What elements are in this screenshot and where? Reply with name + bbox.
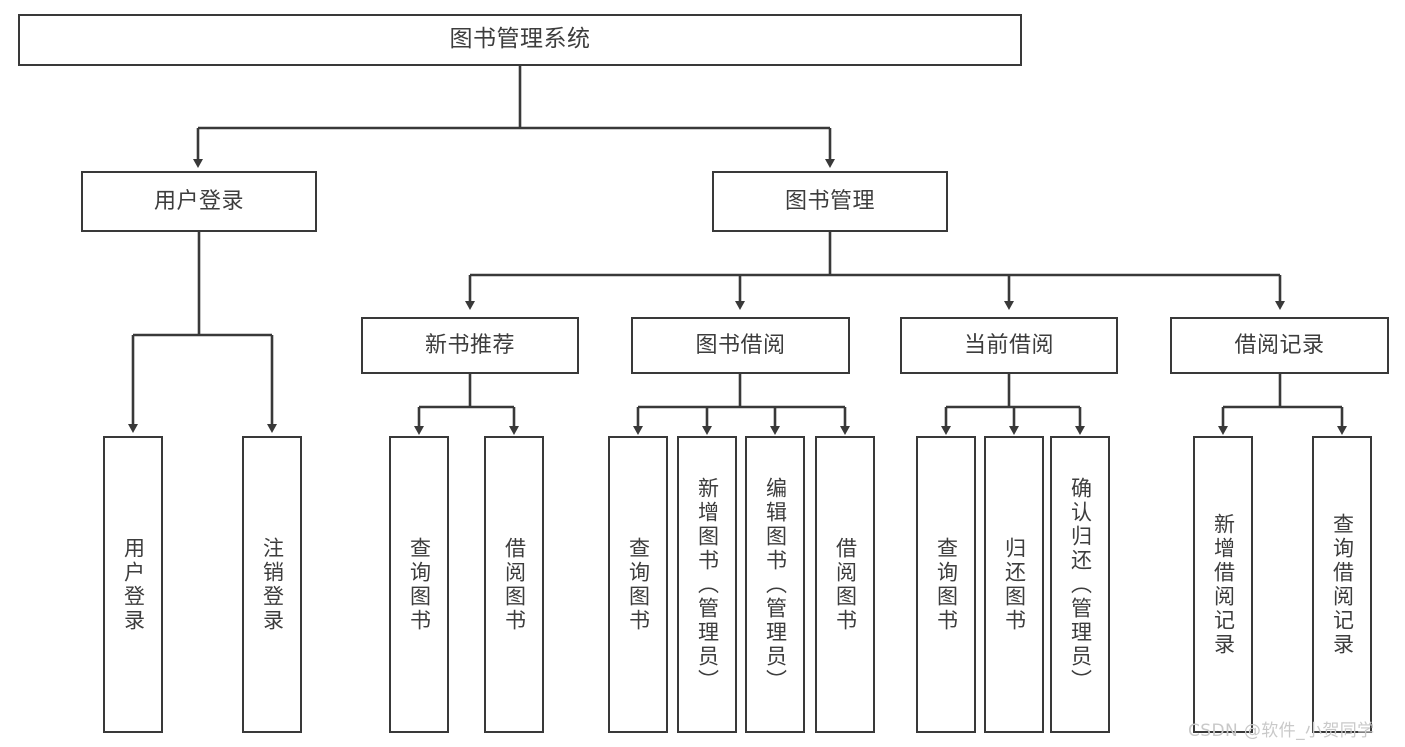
node-leaf-book-borrow-query[interactable]: 查询图书 xyxy=(608,436,668,733)
node-leaf-user-login-signout[interactable]: 注销登录 xyxy=(242,436,302,733)
node-leaf-borrow-record-query[interactable]: 查询借阅记录 xyxy=(1312,436,1372,733)
node-leaf-new-book-query[interactable]: 查询图书 xyxy=(389,436,449,733)
node-label: 借阅图书 xyxy=(833,536,858,633)
node-label: 借阅记录 xyxy=(1234,332,1325,358)
node-label: 新增借阅记录 xyxy=(1211,512,1236,657)
node-label: 编辑图书（管理员） xyxy=(763,476,788,693)
csdn-watermark: CSDN @软件_小贺同学 xyxy=(1188,721,1375,741)
node-label: 图书借阅 xyxy=(695,332,786,358)
node-label: 查询借阅记录 xyxy=(1330,512,1355,657)
node-leaf-borrow-record-add[interactable]: 新增借阅记录 xyxy=(1193,436,1253,733)
node-leaf-book-borrow-add[interactable]: 新增图书（管理员） xyxy=(677,436,737,733)
node-label: 确认归还（管理员） xyxy=(1068,476,1093,693)
node-label: 新书推荐 xyxy=(424,332,515,358)
node-user-login[interactable]: 用户登录 xyxy=(81,171,317,232)
node-label: 查询图书 xyxy=(934,536,959,633)
node-label: 注销登录 xyxy=(260,536,285,633)
node-label: 查询图书 xyxy=(626,536,651,633)
node-leaf-book-borrow-edit[interactable]: 编辑图书（管理员） xyxy=(745,436,805,733)
node-label: 查询图书 xyxy=(407,536,432,633)
node-leaf-current-borrow-return[interactable]: 归还图书 xyxy=(984,436,1044,733)
node-label: 图书管理 xyxy=(784,188,875,214)
node-label: 借阅图书 xyxy=(502,536,527,633)
node-label: 用户登录 xyxy=(121,536,146,633)
node-label: 新增图书（管理员） xyxy=(695,476,720,693)
node-book-borrow[interactable]: 图书借阅 xyxy=(631,317,850,374)
node-borrow-record[interactable]: 借阅记录 xyxy=(1170,317,1389,374)
node-root-library-system[interactable]: 图书管理系统 xyxy=(18,14,1022,66)
node-leaf-current-borrow-confirm[interactable]: 确认归还（管理员） xyxy=(1050,436,1110,733)
node-label: 图书管理系统 xyxy=(449,26,591,53)
node-leaf-new-book-borrow[interactable]: 借阅图书 xyxy=(484,436,544,733)
node-label: 用户登录 xyxy=(153,188,244,214)
node-book-management[interactable]: 图书管理 xyxy=(712,171,948,232)
node-new-book-recommend[interactable]: 新书推荐 xyxy=(361,317,579,374)
node-label: 归还图书 xyxy=(1002,536,1027,633)
node-leaf-user-login-signin[interactable]: 用户登录 xyxy=(103,436,163,733)
node-label: 当前借阅 xyxy=(963,332,1054,358)
node-leaf-current-borrow-query[interactable]: 查询图书 xyxy=(916,436,976,733)
node-current-borrow[interactable]: 当前借阅 xyxy=(900,317,1118,374)
node-leaf-book-borrow-lend[interactable]: 借阅图书 xyxy=(815,436,875,733)
